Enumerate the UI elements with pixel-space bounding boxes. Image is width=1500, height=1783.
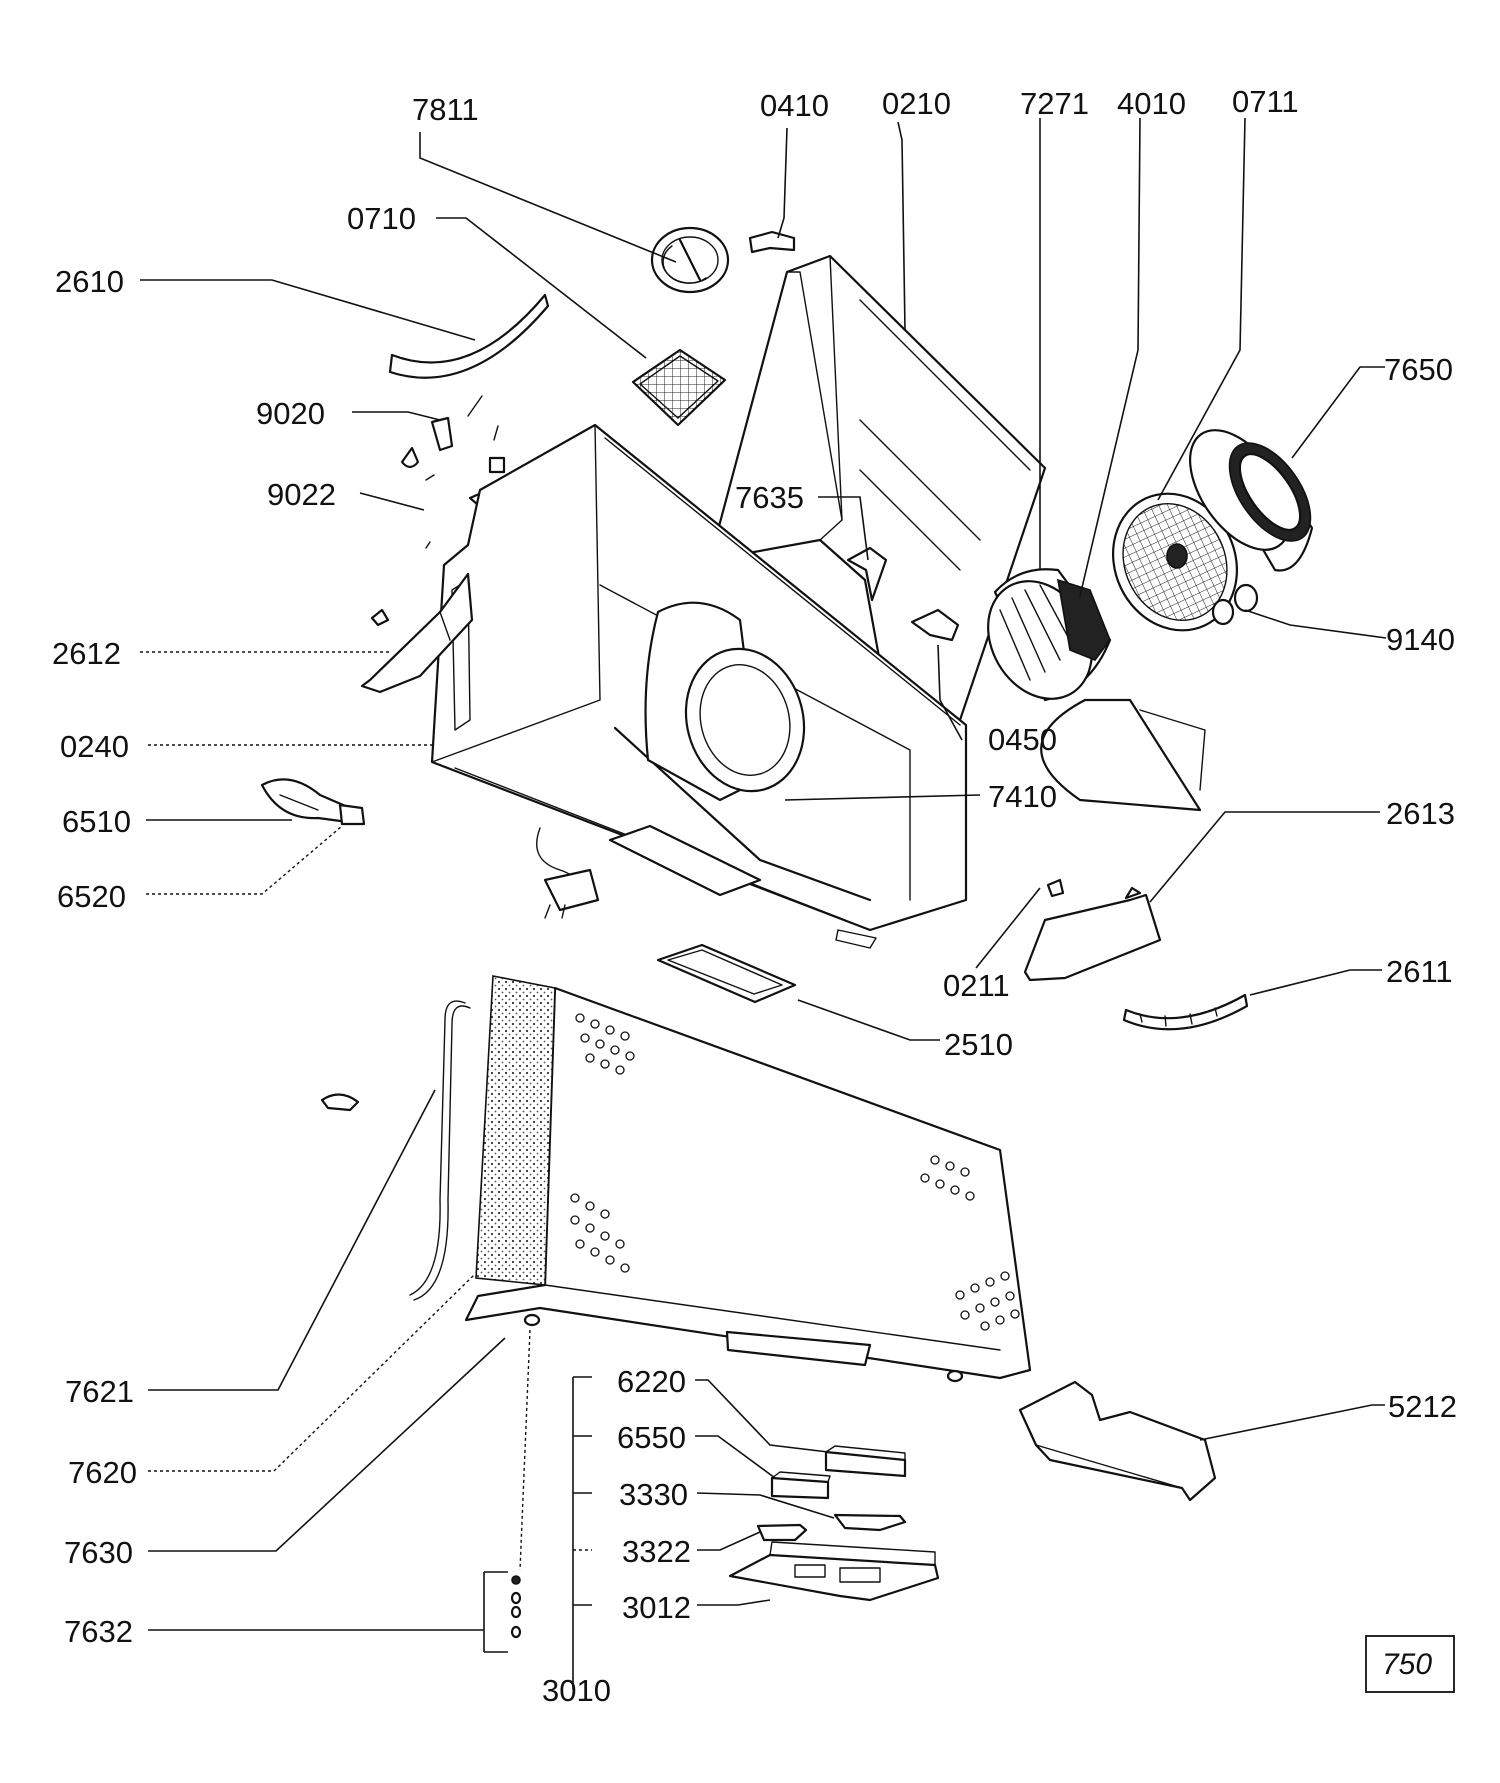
label-5212: 5212 (1388, 1389, 1457, 1424)
part-5212-drawing (1018, 1380, 1217, 1502)
small-clip-drawing (320, 1093, 360, 1112)
label-0240: 0240 (60, 729, 129, 764)
part-2611-drawing (1122, 993, 1249, 1031)
part-7271-drawing (987, 568, 1112, 702)
part-2510-drawing (656, 943, 797, 1004)
label-7271: 7271 (1020, 86, 1089, 121)
label-2510: 2510 (944, 1027, 1013, 1062)
label-7630: 7630 (64, 1535, 133, 1570)
label-9140: 9140 (1386, 622, 1455, 657)
label-7632: 7632 (64, 1614, 133, 1649)
label-3330: 3330 (619, 1477, 688, 1512)
label-7410: 7410 (988, 779, 1057, 814)
label-9020: 9020 (256, 396, 325, 431)
page-number: 750 (1382, 1648, 1432, 1681)
part-7650-drawing (1188, 429, 1314, 572)
label-7621: 7621 (65, 1374, 134, 1409)
label-7620: 7620 (68, 1455, 137, 1490)
label-0450: 0450 (988, 722, 1057, 757)
part-2610-drawing (388, 293, 550, 379)
vent-holes (570, 1013, 1020, 1331)
label-0410: 0410 (760, 88, 829, 123)
label-3010: 3010 (542, 1673, 611, 1708)
label-7635: 7635 (735, 480, 804, 515)
label-4010: 4010 (1117, 86, 1186, 121)
part-6520-drawing (338, 803, 366, 826)
label-6550: 6550 (617, 1420, 686, 1455)
part-labels: 7811 0410 0210 7271 4010 0711 0710 2610 … (52, 84, 1457, 1708)
part-7621-drawing (409, 1000, 471, 1301)
leader-lines (140, 117, 1387, 1690)
label-0710: 0710 (347, 201, 416, 236)
label-2613: 2613 (1386, 796, 1455, 831)
part-0710-drawing (631, 348, 727, 427)
part-0450-drawing (910, 608, 960, 642)
label-3322: 3322 (622, 1534, 691, 1569)
label-0211: 0211 (943, 968, 1010, 1003)
label-6520: 6520 (57, 879, 126, 914)
part-0410-drawing (748, 230, 796, 254)
part-3330-drawing (756, 1513, 907, 1542)
part-7811-drawing (650, 226, 730, 294)
label-7650: 7650 (1384, 352, 1453, 387)
part-3012-drawing (728, 1541, 940, 1602)
label-6510: 6510 (62, 804, 131, 839)
part-2612-drawing (360, 572, 474, 694)
part-0210-drawing (708, 254, 1206, 812)
part-6550-drawing (770, 1471, 831, 1500)
part-0211-drawing (1046, 878, 1065, 898)
part-0711-drawing (1111, 492, 1239, 632)
label-3012: 3012 (622, 1590, 691, 1625)
lower-housing-drawing (464, 986, 1032, 1383)
page-number-box: 750 (1365, 1635, 1455, 1693)
part-2613-drawing (1023, 886, 1162, 982)
label-2610: 2610 (55, 264, 124, 299)
label-6220: 6220 (617, 1364, 686, 1399)
part-6220-drawing (824, 1445, 907, 1478)
label-9022: 9022 (267, 477, 336, 512)
label-7811: 7811 (412, 92, 479, 127)
part-6510-drawing (260, 778, 352, 824)
part-0240-drawing (430, 423, 968, 949)
label-2612: 2612 (52, 636, 121, 671)
part-7620-drawing (475, 975, 556, 1286)
label-2611: 2611 (1386, 954, 1453, 989)
part-7632-drawing (510, 1575, 522, 1639)
label-0711: 0711 (1232, 84, 1299, 119)
part-9020-drawing (400, 395, 483, 469)
label-0210: 0210 (882, 86, 951, 121)
